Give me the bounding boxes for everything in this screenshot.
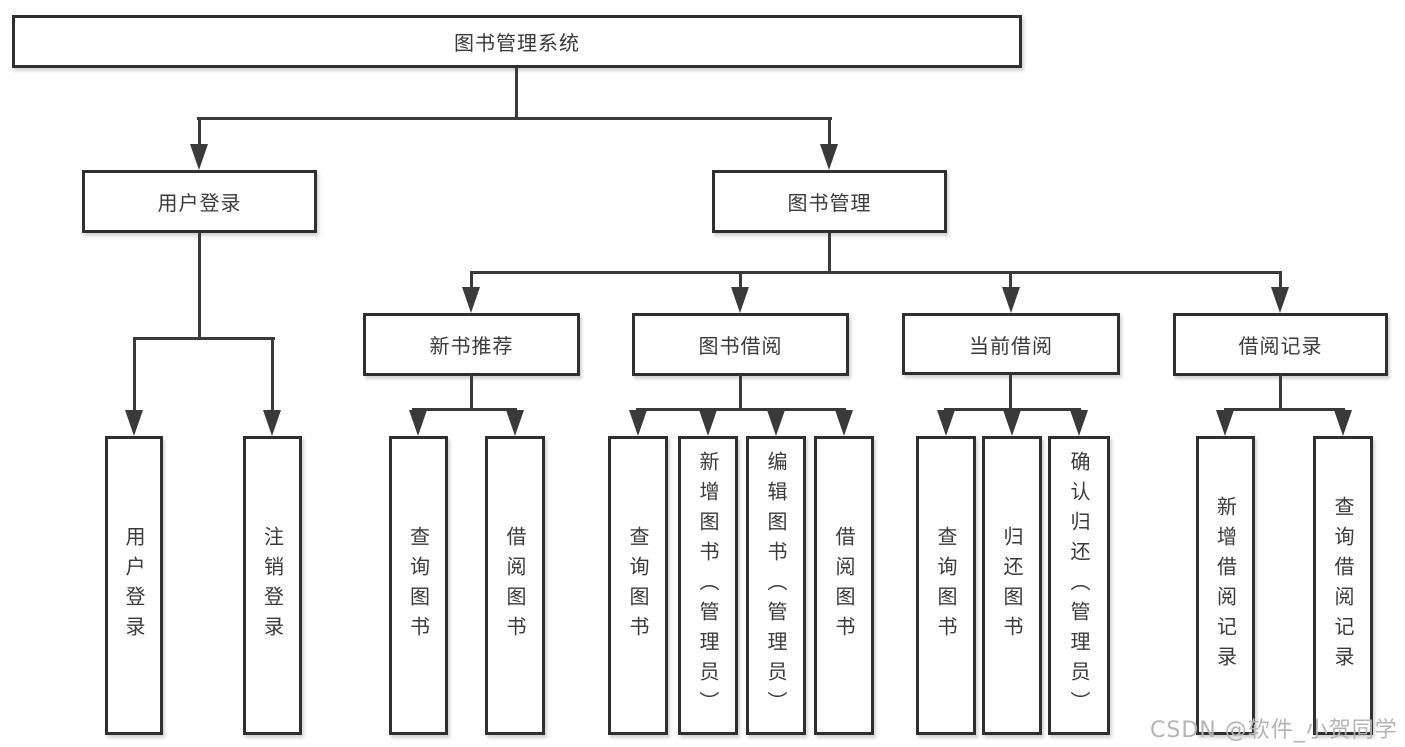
node-rec-borrow-books-label: 借阅图书: [503, 525, 527, 646]
arrowhead-bb-query-icon: [629, 410, 647, 436]
arrowhead-bb-edit-icon: [767, 410, 785, 436]
connector-drop-book-mgmt: [828, 117, 831, 147]
connector-drop-new-book: [470, 271, 473, 291]
node-cb-return-books-label: 归还图书: [1000, 525, 1024, 646]
arrowhead-logout-leaf-icon: [263, 410, 281, 436]
node-current-borrowing: 当前借阅: [902, 313, 1120, 375]
node-bb-edit-books-admin-label: 编辑图书（管理员）: [764, 450, 788, 721]
arrowhead-book-mgmt-icon: [820, 144, 838, 170]
connector-records-bar: [1224, 408, 1345, 411]
arrowhead-borrow-records-icon: [1271, 287, 1289, 313]
node-borrowing-records: 借阅记录: [1173, 313, 1388, 376]
arrowhead-user-login-icon: [190, 144, 208, 170]
arrowhead-book-borrow-icon: [731, 287, 749, 313]
node-book-borrowing: 图书借阅: [632, 313, 849, 376]
node-bb-edit-books-admin: 编辑图书（管理员）: [746, 436, 806, 735]
connector-root-stem: [515, 68, 518, 120]
node-br-add-record: 新增借阅记录: [1196, 436, 1255, 735]
arrowhead-cb-query-icon: [937, 410, 955, 436]
node-cb-confirm-return-admin-label: 确认归还（管理员）: [1067, 450, 1091, 721]
node-bb-query-books-label: 查询图书: [626, 525, 650, 646]
node-new-book-recommend: 新书推荐: [363, 313, 580, 376]
connector-login-stem: [198, 233, 201, 339]
connector-drop-book-borrow: [739, 271, 742, 291]
node-current-borrowing-label: 当前借阅: [969, 333, 1053, 358]
node-bb-borrow-books: 借阅图书: [814, 436, 874, 735]
arrowhead-login-leaf-icon: [125, 410, 143, 436]
connector-drop-current-borrow: [1009, 271, 1012, 291]
arrowhead-rec-query-icon: [409, 410, 427, 436]
node-user-login-leaf-label: 用户登录: [122, 525, 146, 646]
node-br-query-record: 查询借阅记录: [1313, 436, 1373, 735]
connector-drop-login-leaf: [133, 337, 136, 413]
arrowhead-br-add-icon: [1216, 410, 1234, 436]
connector-currentborrow-stem: [1009, 374, 1012, 411]
connector-login-bar: [133, 337, 275, 340]
node-new-book-recommend-label: 新书推荐: [429, 334, 514, 358]
arrowhead-current-borrow-icon: [1002, 287, 1020, 313]
node-logout-leaf-label: 注销登录: [260, 525, 285, 646]
node-library-system: 图书管理系统: [12, 15, 1022, 68]
node-book-management: 图书管理: [712, 170, 947, 233]
node-bb-query-books: 查询图书: [608, 436, 668, 735]
node-library-system-label: 图书管理系统: [454, 31, 580, 55]
connector-records-stem: [1279, 375, 1282, 411]
node-user-login: 用户登录: [82, 170, 317, 233]
connector-bookborrow-bar: [636, 408, 846, 411]
node-br-add-record-label: 新增借阅记录: [1213, 495, 1238, 676]
connector-newbook-stem: [470, 375, 473, 411]
csdn-watermark: CSDN @软件_小贺同学: [1150, 718, 1398, 743]
node-cb-query-books: 查询图书: [916, 436, 976, 735]
connector-drop-user-login: [198, 117, 201, 147]
connector-bookmgmt-bar: [470, 271, 1282, 274]
node-cb-return-books: 归还图书: [982, 436, 1042, 735]
node-book-management-label: 图书管理: [787, 191, 872, 215]
node-cb-query-books-label: 查询图书: [934, 525, 958, 646]
arrowhead-bb-add-icon: [699, 410, 717, 436]
node-user-login-leaf: 用户登录: [105, 436, 163, 735]
node-rec-query-books-label: 查询图书: [406, 525, 431, 646]
node-bb-borrow-books-label: 借阅图书: [832, 525, 856, 646]
node-rec-query-books: 查询图书: [389, 436, 448, 735]
node-rec-borrow-books: 借阅图书: [485, 436, 545, 735]
node-logout-leaf: 注销登录: [243, 436, 302, 735]
node-cb-confirm-return-admin: 确认归还（管理员）: [1048, 436, 1110, 735]
arrowhead-br-query-icon: [1334, 410, 1352, 436]
connector-newbook-bar: [412, 408, 517, 411]
node-book-borrowing-label: 图书借阅: [698, 334, 783, 358]
connector-bookmgmt-stem: [828, 233, 831, 274]
node-bb-add-books-admin: 新增图书（管理员）: [678, 436, 738, 735]
node-br-query-record-label: 查询借阅记录: [1331, 495, 1355, 676]
connector-drop-borrow-records: [1279, 271, 1282, 291]
arrowhead-cb-confirm-icon: [1070, 410, 1088, 436]
node-borrowing-records-label: 借阅记录: [1238, 334, 1323, 358]
arrowhead-cb-return-icon: [1003, 410, 1021, 436]
connector-bookborrow-stem: [739, 375, 742, 411]
arrowhead-bb-borrow-icon: [835, 410, 853, 436]
node-bb-add-books-admin-label: 新增图书（管理员）: [696, 450, 720, 721]
arrowhead-new-book-icon: [462, 287, 480, 313]
node-user-login-label: 用户登录: [157, 191, 242, 215]
connector-root-bar: [197, 117, 832, 120]
connector-drop-logout-leaf: [271, 337, 274, 413]
arrowhead-rec-borrow-icon: [506, 410, 524, 436]
